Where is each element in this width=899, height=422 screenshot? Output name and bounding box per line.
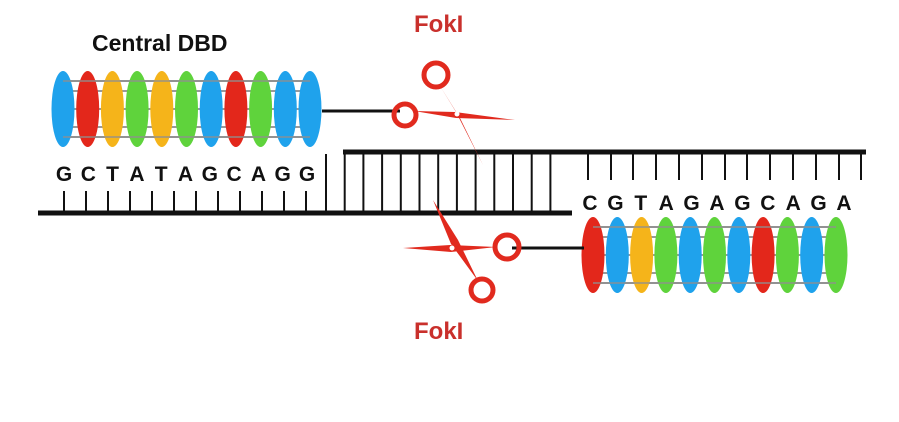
top-base-letter: G: [56, 163, 72, 186]
top-base-letter: G: [202, 163, 218, 186]
scissors-icon: [403, 200, 522, 304]
bottom-base-letter: C: [760, 192, 775, 215]
left-repeat-module: [51, 71, 75, 147]
right-repeat-module: [581, 217, 605, 293]
left-dbd-domain: [51, 71, 322, 147]
left-repeat-module: [76, 71, 100, 147]
right-dbd-domain: [581, 217, 848, 293]
top-base-letter: T: [155, 163, 168, 186]
top-base-letter: G: [275, 163, 291, 186]
bottom-base-letter: A: [836, 192, 851, 215]
bottom-base-letter: G: [734, 192, 750, 215]
top-base-letter: A: [251, 163, 266, 186]
left-repeat-module: [273, 71, 297, 147]
left-repeat-module: [175, 71, 198, 147]
left-repeat-module: [100, 71, 124, 147]
top-base-letter: G: [299, 163, 315, 186]
top-base-letter: T: [106, 163, 119, 186]
dna-duplex: [38, 149, 866, 216]
right-repeat-module: [605, 217, 629, 293]
bottom-base-letter: C: [582, 192, 597, 215]
left-repeat-module: [150, 71, 174, 147]
foki-bottom-label: FokI: [414, 318, 463, 345]
bottom-base-letter: G: [810, 192, 826, 215]
left-repeat-module: [199, 71, 223, 147]
top-base-letter: C: [227, 163, 242, 186]
scissors-icon: [391, 60, 515, 165]
bottom-base-letter: A: [659, 192, 674, 215]
right-repeat-module: [775, 217, 799, 293]
foki-top-label: FokI: [414, 11, 463, 38]
bottom-base-letter: T: [634, 192, 647, 215]
central-dbd-label: Central DBD: [92, 30, 227, 56]
top-base-letter: C: [81, 163, 96, 186]
base-pair-rungs: [63, 154, 862, 211]
left-repeat-module: [125, 71, 149, 147]
bottom-base-letter: A: [709, 192, 724, 215]
right-repeat-module: [751, 217, 775, 293]
right-repeat-module: [824, 217, 848, 293]
right-repeat-module: [727, 217, 751, 293]
left-repeat-module: [249, 71, 273, 147]
top-base-letter: A: [129, 163, 144, 186]
top-base-letter: A: [178, 163, 193, 186]
right-repeat-module: [678, 217, 702, 293]
bottom-base-letter: G: [607, 192, 623, 215]
left-repeat-module: [298, 71, 322, 147]
bottom-base-letter: A: [786, 192, 801, 215]
right-repeat-module: [654, 217, 678, 293]
right-repeat-module: [630, 217, 654, 293]
right-repeat-module: [703, 217, 726, 293]
right-repeat-module: [800, 217, 824, 293]
left-repeat-module: [224, 71, 248, 147]
bottom-base-letter: G: [683, 192, 699, 215]
